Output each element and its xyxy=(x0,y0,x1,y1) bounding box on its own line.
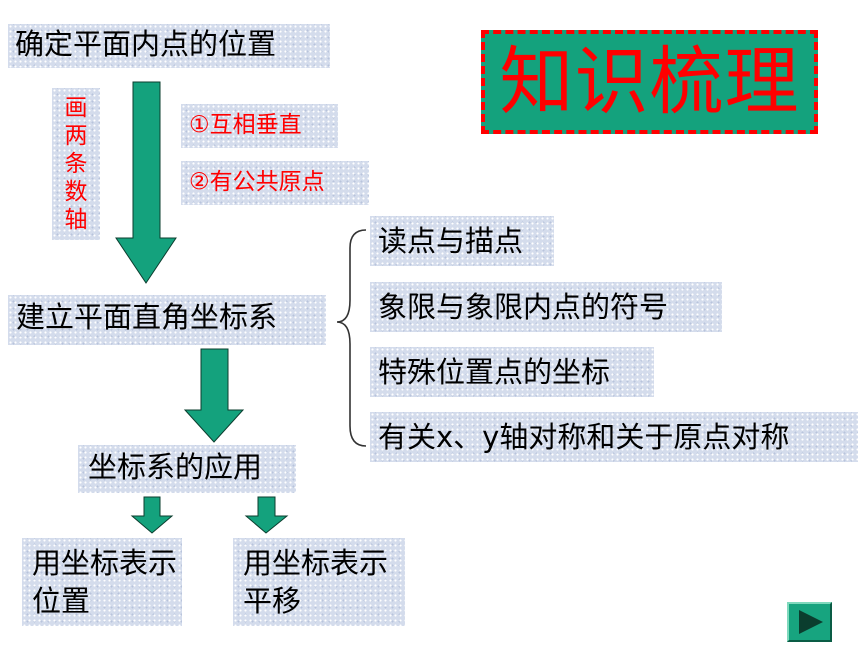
application-box: 坐标系的应用 xyxy=(78,445,296,493)
top-box-determine-position: 确定平面内点的位置 xyxy=(8,24,330,68)
branch-item-read-plot: 读点与描点 xyxy=(370,216,554,266)
curly-brace xyxy=(336,229,367,447)
arrow-down-medium xyxy=(183,348,245,443)
vertical-label-draw-axes: 画 两 条 数 轴 xyxy=(52,88,100,240)
branch-item-quadrant-signs: 象限与象限内点的符号 xyxy=(370,282,722,332)
next-slide-button[interactable] xyxy=(787,602,832,642)
leaf-box-represent-position: 用坐标表示位置 xyxy=(22,538,182,626)
coordinate-system-box: 建立平面直角坐标系 xyxy=(8,295,326,345)
vertical-char: 两 xyxy=(64,123,88,149)
vertical-char: 条 xyxy=(64,151,88,177)
arrow-down-small-right xyxy=(244,496,289,534)
arrow-down-large xyxy=(115,81,177,284)
condition-common-origin: ②有公共原点 xyxy=(181,161,369,205)
condition-perpendicular: ①互相垂直 xyxy=(181,104,338,148)
vertical-char: 数 xyxy=(64,179,88,205)
play-triangle-icon xyxy=(799,610,823,634)
arrow-down-small-left xyxy=(130,496,174,534)
vertical-char: 画 xyxy=(64,95,88,121)
section-title: 知识梳理 xyxy=(481,30,818,134)
branch-item-symmetry: 有关x、y轴对称和关于原点对称 xyxy=(370,412,858,462)
leaf-box-represent-translation: 用坐标表示平移 xyxy=(233,538,405,626)
branch-item-special-points: 特殊位置点的坐标 xyxy=(370,347,654,397)
vertical-char: 轴 xyxy=(64,207,88,233)
